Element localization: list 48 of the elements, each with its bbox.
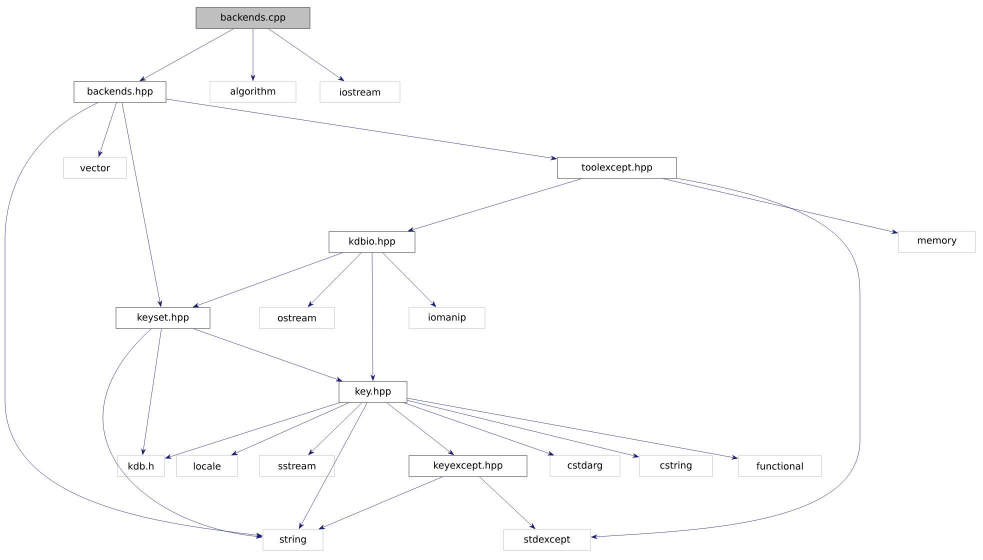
arrow: [407, 400, 639, 458]
arrow: [308, 252, 362, 308]
external-file-box: functional: [738, 455, 822, 477]
arrow: [231, 402, 350, 456]
arrow: [382, 252, 436, 308]
arrow: [386, 402, 454, 456]
arrow: [166, 98, 557, 160]
file-box: key.hpp: [338, 381, 408, 403]
file-box: keyexcept.hpp: [408, 455, 528, 477]
arrow: [4, 102, 262, 538]
external-file-box: iostream: [320, 81, 400, 103]
arrow: [98, 102, 117, 157]
arrow: [308, 402, 362, 456]
arrow: [407, 398, 738, 460]
file-box: backends.hpp: [74, 81, 166, 103]
arrow: [141, 328, 162, 455]
external-file-box: sstream: [259, 455, 335, 477]
arrow: [408, 178, 582, 232]
arrow: [122, 102, 162, 307]
external-file-box: stdexcept: [503, 529, 591, 551]
external-file-box: locale: [176, 455, 238, 477]
arrow: [591, 178, 860, 539]
external-file-box: memory: [898, 231, 976, 253]
arrow: [298, 402, 368, 529]
external-file-box: ostream: [259, 307, 335, 329]
external-file-box: string: [262, 529, 324, 551]
file-box: toolexcept.hpp: [557, 157, 677, 179]
external-file-box: vector: [63, 157, 127, 179]
external-file-box: iomanip: [408, 307, 486, 329]
selected-file-box: backends.cpp: [196, 7, 310, 29]
arrow: [479, 476, 536, 530]
arrow: [318, 476, 443, 530]
arrow: [165, 402, 340, 459]
arrow: [192, 252, 343, 308]
external-file-box: kdb.h: [117, 455, 165, 477]
arrow: [250, 28, 256, 81]
external-file-box: cstring: [639, 455, 713, 477]
arrow: [140, 28, 234, 82]
arrow: [103, 328, 262, 539]
file-box: keyset.hpp: [116, 307, 210, 329]
arrow: [268, 28, 344, 82]
external-file-box: algorithm: [210, 81, 296, 103]
arrow: [403, 402, 554, 456]
arrow: [193, 328, 342, 382]
external-file-box: cstdarg: [550, 455, 620, 477]
file-box: kdbio.hpp: [328, 231, 416, 253]
arrow: [663, 178, 898, 234]
arrow: [370, 252, 376, 381]
